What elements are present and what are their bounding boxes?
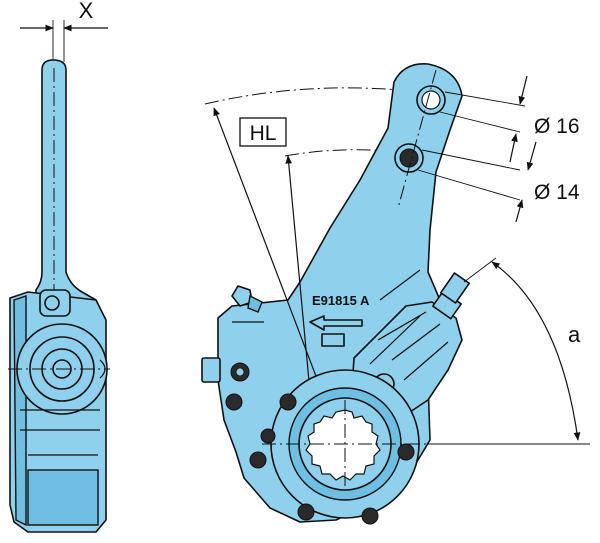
side-view: X xyxy=(8,0,110,533)
x-dimension xyxy=(20,20,108,62)
hl-label: HL xyxy=(250,122,277,145)
front-view: Ø 16 Ø 14 HL E91815 A xyxy=(201,63,590,525)
angle-dimension xyxy=(428,257,590,445)
hl-arrow-long xyxy=(213,107,323,393)
side-arm xyxy=(35,59,97,319)
side-lower-plate xyxy=(27,469,99,526)
hl-box xyxy=(239,117,287,147)
housing-bolts xyxy=(225,362,415,525)
adjust-hex xyxy=(439,272,471,304)
hl-arrow-short xyxy=(285,155,311,393)
direction-arrow xyxy=(309,315,363,331)
x-label: X xyxy=(79,0,94,23)
upper-hole-diameter-label: Ø 16 xyxy=(534,115,580,138)
side-lug xyxy=(201,357,221,383)
hub-spline xyxy=(305,409,381,481)
side-hub-pin xyxy=(44,295,60,311)
small-window xyxy=(321,333,345,347)
angle-label: a xyxy=(568,322,581,347)
hl-arc-upper xyxy=(204,87,401,105)
diameter-dimensions xyxy=(417,75,537,223)
lower-hole-diameter-label: Ø 14 xyxy=(534,181,580,204)
part-marking: E91815 A xyxy=(312,293,370,308)
